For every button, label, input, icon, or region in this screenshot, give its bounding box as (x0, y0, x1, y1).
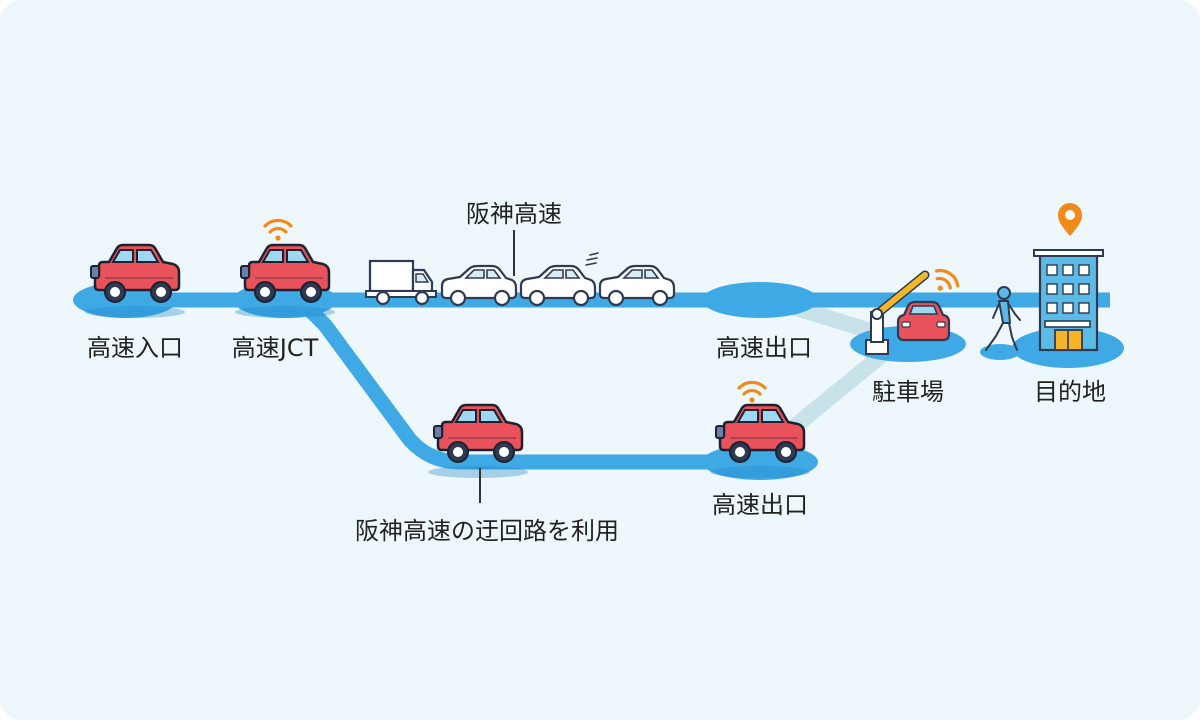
label-expressway-exit-lower: 高速出口 (712, 491, 808, 519)
label-destination: 目的地 (1034, 378, 1106, 406)
label-expressway-jct: 高速JCT (232, 334, 319, 362)
walking-person-icon (985, 286, 1021, 351)
horn-icon (585, 252, 599, 266)
label-hanshin-expressway: 阪神高速 (466, 200, 562, 228)
wifi-signal-icon (263, 218, 293, 243)
node-walk (980, 344, 1020, 360)
traffic-jam (365, 252, 676, 307)
location-pin-icon (1058, 203, 1082, 236)
building-icon (1033, 249, 1104, 352)
label-detour-note: 阪神高速の迂回路を利用 (355, 517, 619, 545)
road-network (73, 282, 1124, 480)
wifi-signal-icon (737, 380, 767, 405)
node-exit-upper (702, 282, 818, 318)
parked-car-icon (896, 300, 951, 342)
detour-road (294, 294, 760, 470)
parking-gate-icon (865, 270, 930, 355)
truck-icon (365, 259, 437, 306)
label-expressway-exit-upper: 高速出口 (716, 334, 812, 362)
label-expressway-entrance: 高速入口 (87, 334, 183, 362)
label-parking: 駐車場 (872, 378, 944, 406)
